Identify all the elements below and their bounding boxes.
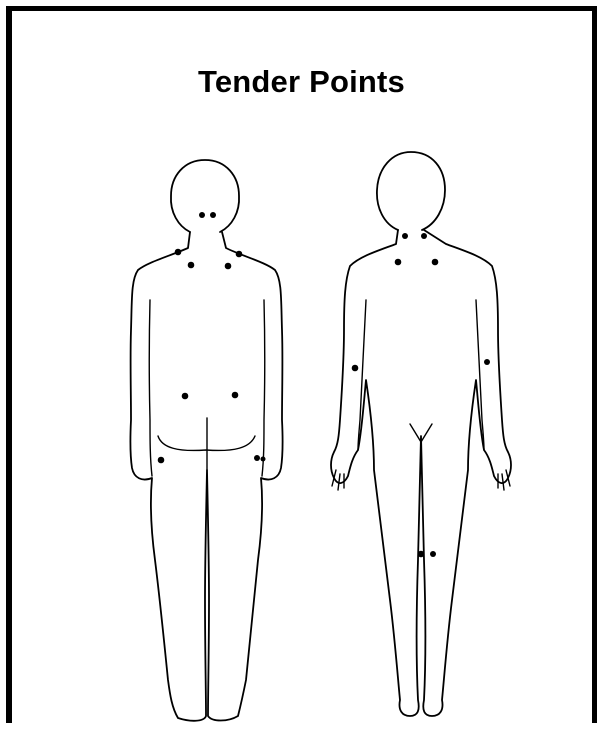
front-body-outline	[331, 230, 511, 716]
back-right-arm-inner	[262, 300, 265, 476]
tender-point-back-gluteal-right	[232, 392, 239, 399]
tender-point-back-gluteal-left	[182, 393, 189, 400]
tender-point-front-knee-left	[418, 551, 425, 558]
tender-point-back-shoulder-right	[225, 263, 232, 270]
tender-point-back-neck-left	[175, 249, 182, 256]
tender-point-front-elbow-right	[484, 359, 490, 365]
tender-point-front-second-rib-left	[395, 259, 402, 266]
tender-point-front-cervical-left	[402, 233, 408, 239]
tender-point-front-cervical-right	[421, 233, 427, 239]
tender-point-back-occiput-right	[210, 212, 216, 218]
tender-point-back-occiput-left	[199, 212, 205, 218]
back-body-outline	[130, 232, 282, 721]
front-head	[377, 152, 445, 230]
tender-point-back-hip-right-2	[261, 457, 266, 462]
tender-point-front-second-rib-right	[432, 259, 439, 266]
front-left-hand-fingers	[332, 470, 344, 490]
back-view-figure	[130, 160, 282, 721]
back-head	[171, 160, 239, 232]
tender-point-front-elbow-left	[352, 365, 359, 372]
back-left-arm-inner	[149, 300, 152, 476]
tender-point-back-hip-left	[158, 457, 165, 464]
tender-point-back-shoulder-left	[188, 262, 195, 269]
tender-point-back-neck-right	[236, 251, 243, 258]
tender-point-back-hip-right	[254, 455, 260, 461]
front-right-hand-fingers	[498, 470, 510, 490]
tender-point-front-knee-right	[430, 551, 436, 557]
front-view-figure	[331, 152, 511, 716]
